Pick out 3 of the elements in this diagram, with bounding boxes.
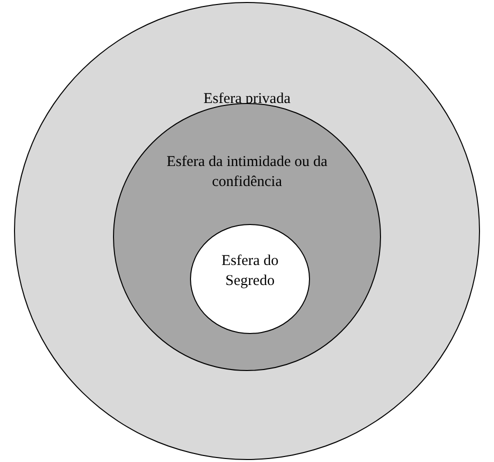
sphere-label: Esfera do Segredo: [220, 252, 280, 291]
sphere-label: Esfera privada: [203, 90, 291, 109]
sphere-label: Esfera da intimidade ou da confidência: [166, 153, 328, 192]
